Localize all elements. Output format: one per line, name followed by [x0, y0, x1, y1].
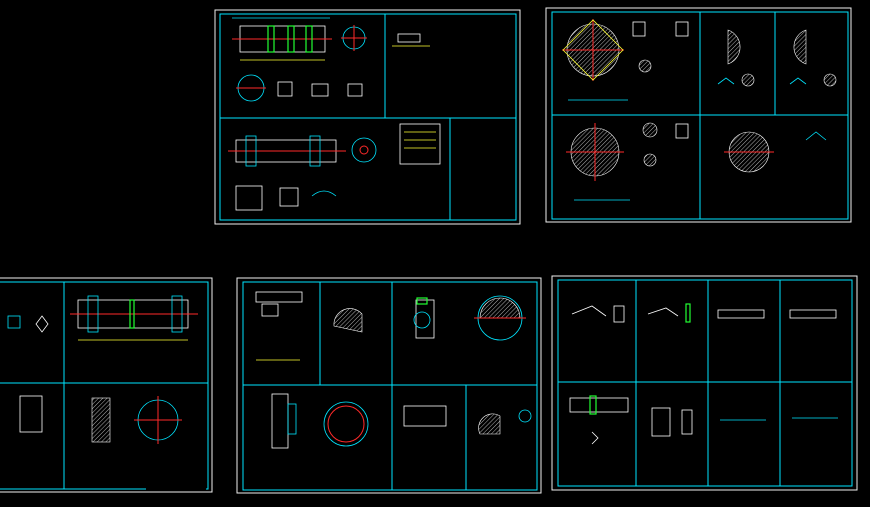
assembly-drawing-sheet[interactable] [214, 9, 521, 225]
saddle-support [134, 396, 182, 444]
sheet5-title-block [788, 460, 848, 484]
sheet4-title-blocks [470, 350, 532, 486]
baffle-plate-circle [566, 123, 774, 201]
channel-detail-sheet[interactable] [236, 277, 542, 494]
weld-profile-details [571, 303, 837, 323]
flange-ring [271, 393, 532, 449]
flange-section [7, 315, 111, 443]
pipe-fittings [569, 395, 838, 445]
sheet2-title-block [782, 194, 842, 218]
shell-elevation [70, 295, 198, 341]
tubesheet-end-view [236, 25, 367, 102]
lower-assembly-view [228, 123, 441, 211]
tubesheet-detail-sheet[interactable] [545, 7, 852, 223]
nozzle-details [277, 33, 430, 97]
head-section [333, 295, 526, 341]
channel-cover [255, 291, 303, 361]
sheet3-title-blocks [146, 354, 206, 490]
heat-exchanger-elevation [232, 17, 332, 61]
shell-detail-sheet[interactable] [0, 277, 213, 493]
weld-details [632, 21, 837, 167]
tubesheet-layout-circle [562, 19, 628, 101]
component-detail-sheet[interactable] [551, 275, 858, 491]
